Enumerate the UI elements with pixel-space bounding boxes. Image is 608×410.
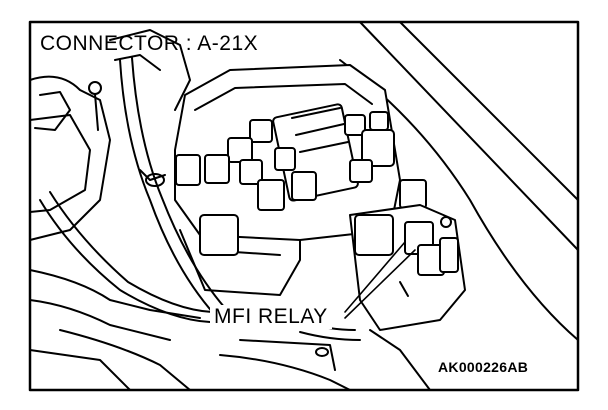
relay-5 bbox=[175, 154, 201, 186]
relay-8 bbox=[274, 147, 296, 171]
relay-16 bbox=[439, 237, 459, 273]
mfi-relay-box bbox=[349, 204, 466, 331]
relay-leader-lines bbox=[344, 241, 416, 319]
relay-9 bbox=[344, 114, 366, 136]
relay-11 bbox=[349, 159, 373, 183]
relay-1 bbox=[249, 119, 273, 143]
relay-4 bbox=[204, 154, 230, 184]
relay-14 bbox=[399, 179, 427, 209]
figure-border bbox=[28, 20, 580, 392]
lower-components bbox=[219, 329, 431, 391]
engine-block-left bbox=[29, 29, 201, 391]
relay-13 bbox=[199, 214, 239, 256]
relay-15 bbox=[354, 214, 394, 256]
relay-cluster bbox=[175, 103, 427, 256]
relay-2 bbox=[227, 137, 253, 163]
relay-6 bbox=[257, 179, 285, 211]
figure-code: AK000226AB bbox=[438, 359, 529, 375]
mfi-relay-label: MFI RELAY bbox=[210, 305, 332, 329]
connector-label: CONNECTOR : A-21X bbox=[40, 32, 259, 55]
relay-12 bbox=[369, 111, 389, 131]
relay-3 bbox=[239, 159, 263, 185]
relay-7 bbox=[291, 171, 317, 201]
